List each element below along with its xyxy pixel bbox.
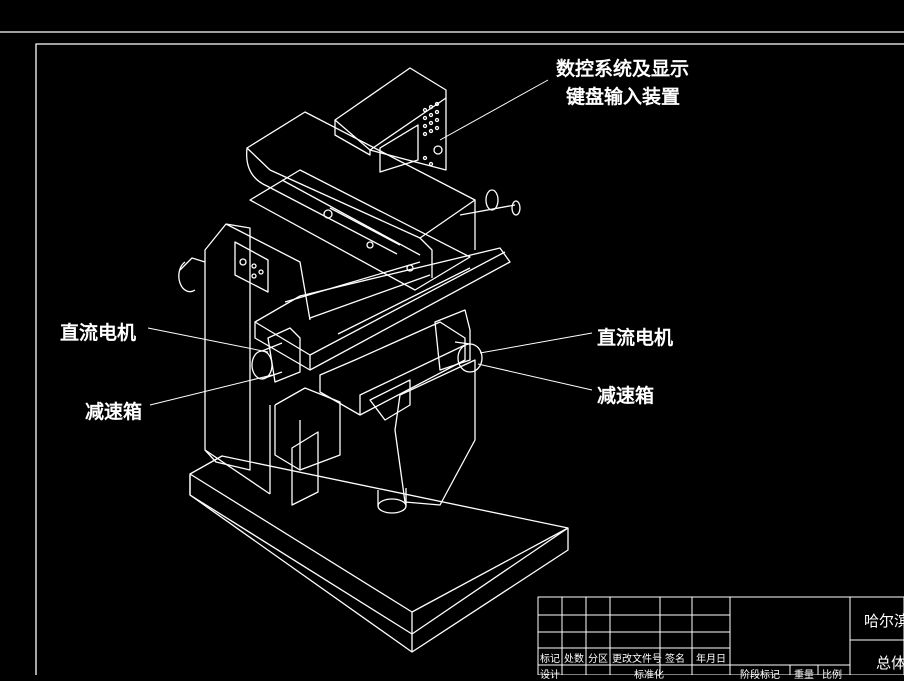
tb-zone: 分区 xyxy=(588,654,608,665)
dc-motor-right xyxy=(434,309,483,373)
inner-frame xyxy=(35,43,904,675)
saddle-knee xyxy=(274,321,476,514)
hand-wheel xyxy=(459,189,521,216)
tb-date: 年月日 xyxy=(696,654,726,665)
title-block xyxy=(537,596,904,675)
cnc-system-label-line1: 数控系统及显示 xyxy=(556,58,690,80)
machine-base xyxy=(189,455,569,653)
dc-motor-right-label: 直流电机 xyxy=(597,327,674,349)
tb-count: 处数 xyxy=(564,654,584,665)
cnc-system-label-line2: 键盘输入装置 xyxy=(566,86,681,108)
spindle-head xyxy=(246,111,476,291)
reducer-right-label: 减速箱 xyxy=(597,385,655,407)
tb-std: 标准化 xyxy=(634,670,664,681)
leader-lines xyxy=(147,79,593,406)
tb-change-doc: 更改文件号 xyxy=(612,654,662,665)
tb-weight: 重量 xyxy=(794,670,814,681)
tb-marking: 标记 xyxy=(540,654,560,665)
dc-motor-left xyxy=(251,327,301,383)
tb-design: 设计 xyxy=(540,670,560,681)
tb-drawing-title: 总体 xyxy=(876,654,904,672)
cnc-panel xyxy=(334,67,447,173)
tb-company: 哈尔滨 xyxy=(864,612,904,630)
tb-signature: 签名 xyxy=(665,654,685,665)
reducer-left-label: 减速箱 xyxy=(85,401,143,423)
tb-scale: 比例 xyxy=(822,670,842,681)
tb-stage-mark: 阶段标记 xyxy=(740,670,780,681)
machine-column xyxy=(178,223,311,495)
dc-motor-left-label: 直流电机 xyxy=(60,322,137,344)
work-table xyxy=(254,209,511,371)
keypad-dots xyxy=(422,101,443,167)
